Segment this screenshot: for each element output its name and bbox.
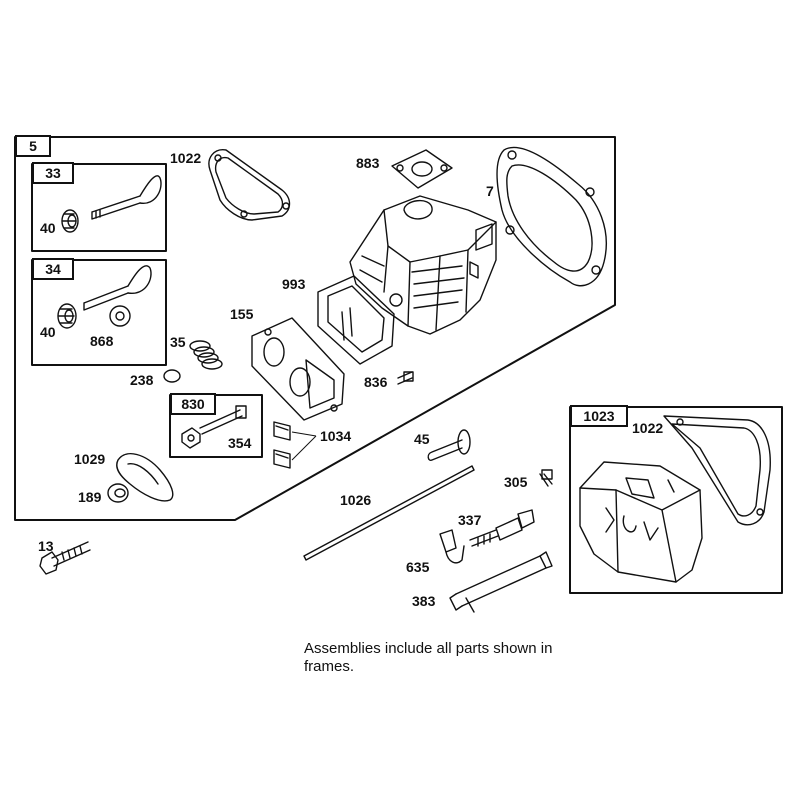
cylinder-head-drawing [349,195,497,335]
nut-354-drawing [181,427,201,449]
part-label-13: 13 [38,538,54,554]
tappet-45-drawing [427,429,471,461]
part-label-35: 35 [170,334,186,350]
sparkplug-337-drawing [469,509,535,547]
washer-868-drawing [109,305,131,327]
gasket-1022-drawing [208,149,291,221]
part-label-1022: 1022 [170,150,202,166]
part-label-7: 7 [486,183,494,199]
guide-1034-drawing [273,421,291,469]
part-label-868: 868 [90,333,114,349]
assembly-note-line-1: Assemblies include all parts shown in [304,640,553,657]
part-label-883: 883 [356,155,380,171]
pivot-189-drawing [107,483,129,503]
cap-238-drawing [163,369,181,383]
part-label-155: 155 [230,306,254,322]
plate-155-drawing [251,317,345,421]
frame-34-outline [31,259,167,366]
valve-33-drawing [91,175,162,220]
spring-35-drawing [189,340,223,370]
retainer-40-top-drawing [61,209,79,233]
cover-1023-drawing [579,461,703,583]
pushrod-1026-drawing [303,465,475,561]
frame-label-5: 5 [15,135,51,157]
frame-1023-outline [569,406,783,594]
part-label-1026: 1026 [340,492,372,508]
leader-1034-b [291,435,317,461]
leader-1034-a [291,431,317,437]
screw-836-drawing [397,371,414,385]
part-label-836: 836 [364,374,388,390]
part-label-40-bottom: 40 [40,324,56,340]
part-label-993: 993 [282,276,306,292]
frame-830-outline [169,394,263,458]
gasket-1022-cover-drawing [663,415,771,526]
frame-label-830: 830 [170,393,216,415]
part-label-305: 305 [504,474,528,490]
screw-305-drawing [539,469,553,487]
frame-33-outline [31,163,167,252]
part-label-383: 383 [412,593,436,609]
part-label-635: 635 [406,559,430,575]
gasket-7-drawing [496,146,607,287]
assembly-note-line-2: frames. [304,658,355,675]
retainer-40-bottom-drawing [57,303,77,329]
part-label-337: 337 [458,512,482,528]
part-label-40-top: 40 [40,220,56,236]
part-label-1034: 1034 [320,428,352,444]
tool-383-drawing [449,551,553,613]
valve-34-drawing [83,265,152,311]
part-label-238: 238 [130,372,154,388]
tube-635-drawing [439,529,465,564]
frame-5-outline [14,136,616,521]
frame-label-34: 34 [32,258,74,280]
part-label-1029: 1029 [74,451,106,467]
frame-label-1023: 1023 [570,405,628,427]
frame-label-33: 33 [32,162,74,184]
bolt-13-drawing [39,541,91,575]
gasket-883-drawing [391,149,453,189]
rocker-1029-drawing [116,452,174,502]
gasket-993-drawing [317,275,395,365]
stud-830-drawing [199,405,247,435]
part-label-45: 45 [414,431,430,447]
part-label-1022-cover: 1022 [632,420,664,436]
part-label-354: 354 [228,435,252,451]
part-label-189: 189 [78,489,102,505]
